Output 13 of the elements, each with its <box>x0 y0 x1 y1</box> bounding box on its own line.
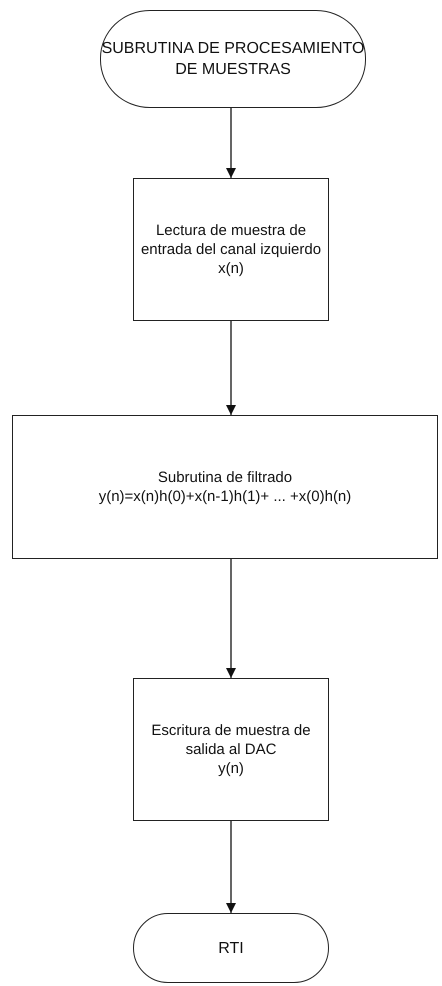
node-label: RTI <box>218 938 244 958</box>
arrow <box>226 559 236 678</box>
arrow <box>226 108 236 178</box>
process-box <box>133 678 329 821</box>
process-box <box>133 178 329 321</box>
node-label: SUBRUTINA DE PROCESAMIENTO DE MUESTRAS <box>101 39 365 80</box>
node-label: Subrutina de filtrado <box>158 468 292 487</box>
formula-label: x(n) <box>218 259 244 278</box>
formula-label: y(n)=x(n)h(0)+x(n-1)h(1)+ ... +x(0)h(n) <box>98 487 352 506</box>
process-box <box>12 415 438 559</box>
arrow <box>226 321 236 415</box>
formula-label: y(n) <box>218 759 244 778</box>
arrow <box>226 821 236 913</box>
